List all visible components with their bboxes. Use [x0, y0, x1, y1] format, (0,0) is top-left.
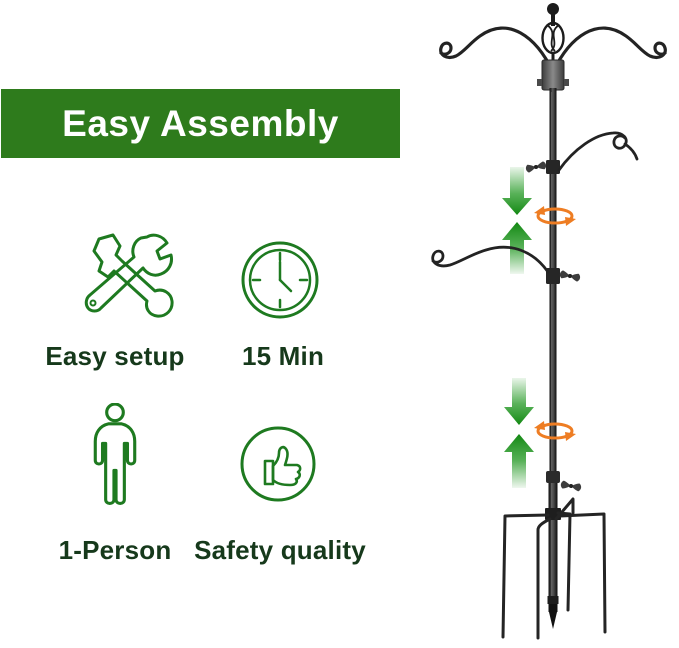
hook-arm-right-tail	[623, 142, 639, 161]
pole-lower-tube	[548, 477, 558, 612]
finial-cage	[541, 21, 565, 55]
spike-collar	[547, 596, 559, 604]
clock-hands	[278, 260, 293, 293]
wing-nut-icon	[560, 480, 582, 492]
tools-icon	[84, 233, 174, 318]
clamp-middle	[546, 268, 560, 284]
pole-illustration	[431, 3, 667, 640]
clock-ticks	[251, 251, 309, 309]
rotate-icon	[534, 421, 576, 441]
hook-arm-right	[557, 131, 628, 172]
wing-nut-icon	[559, 269, 581, 283]
finial-stem	[551, 14, 555, 26]
finial-ball	[547, 3, 559, 15]
up-arrow-icon	[504, 434, 534, 488]
thumb-cuff	[263, 459, 275, 486]
person-body	[93, 422, 137, 505]
screwdriver-shape	[92, 233, 174, 318]
telescope-joint	[546, 471, 560, 483]
collar	[541, 59, 565, 91]
top-arm-left	[439, 26, 555, 74]
wrench-hole	[89, 299, 97, 307]
top-arm-right	[551, 26, 667, 74]
clock-outer-ring	[241, 241, 319, 319]
person-head	[105, 403, 125, 423]
down-arrow-icon	[504, 378, 534, 425]
down-arrow-icon	[502, 167, 532, 215]
banner-title: Easy Assembly	[62, 102, 339, 144]
wrench-shape	[84, 233, 173, 313]
thumbs-up-icon	[240, 426, 316, 502]
thumb-hand	[271, 445, 302, 487]
thumbs-up-circle	[240, 426, 316, 502]
feature-label-1-person: 1-Person	[58, 535, 172, 565]
clock-inner-ring	[248, 248, 312, 312]
wing-nut-icon	[525, 160, 547, 174]
person-icon	[93, 403, 137, 505]
clamp-upper	[546, 160, 560, 174]
banner: Easy Assembly	[1, 89, 400, 158]
collar-tab-right	[564, 79, 569, 86]
collar-tab-left	[537, 79, 542, 86]
ground-spike	[549, 604, 557, 629]
hook-arm-left	[431, 245, 550, 274]
feature-label-15-min: 15 Min	[241, 341, 325, 371]
feature-label-easy-setup: Easy setup	[45, 341, 185, 371]
feature-label-safety-quality: Safety quality	[194, 535, 366, 565]
base-legs	[501, 497, 607, 640]
clock-icon	[241, 241, 319, 319]
finial-stem-lower	[551, 53, 555, 63]
rotate-icon	[534, 206, 576, 226]
